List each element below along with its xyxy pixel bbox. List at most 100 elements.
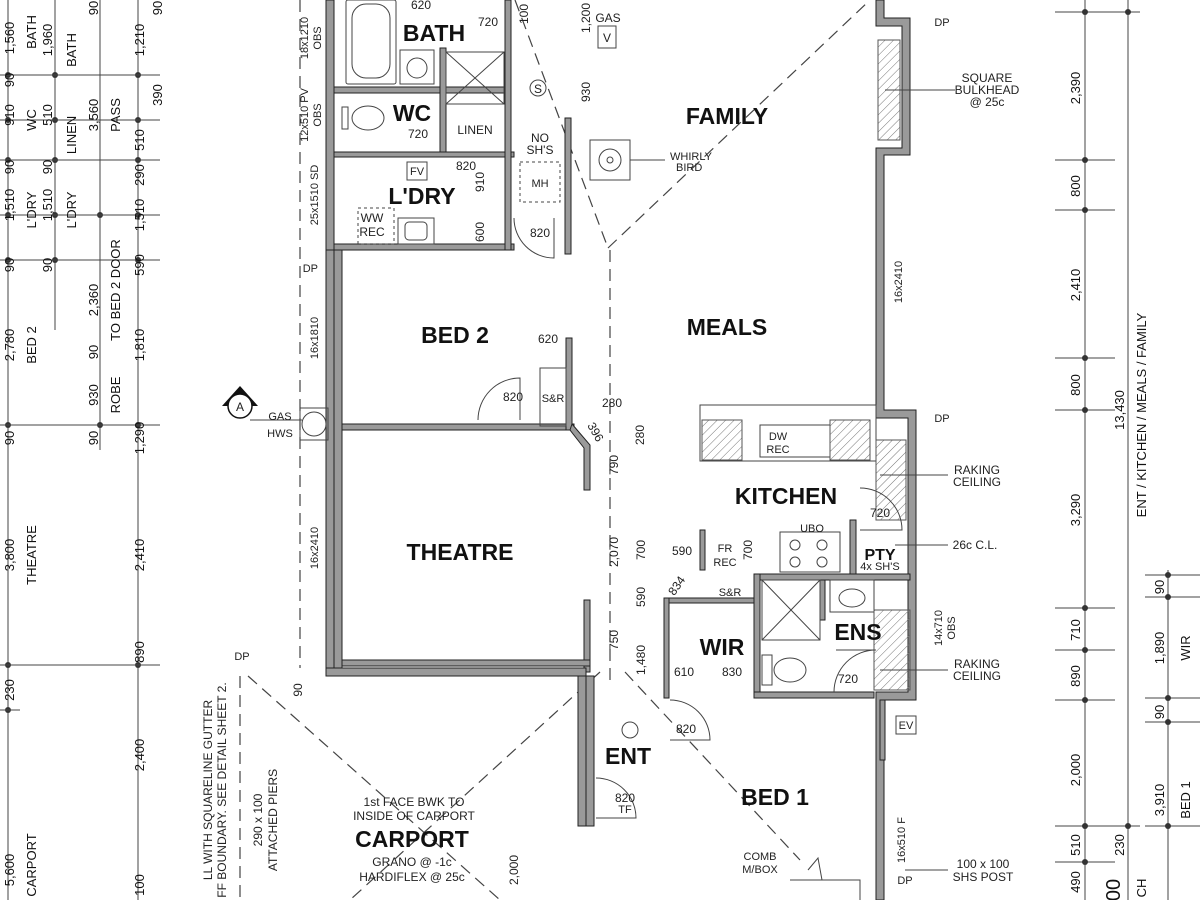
carport-notes: 1st FACE BWK TO INSIDE OF CARPORT GRANO …: [201, 682, 476, 897]
label-linen: LINEN: [457, 123, 492, 137]
dim-text: 700: [741, 540, 755, 560]
dim-text: 1,480: [634, 645, 648, 675]
note-gutter: FF BOUNDARY. SEE DETAIL SHEET 2.: [215, 682, 229, 897]
dim-text: 800: [1068, 175, 1083, 197]
dim-text: BED 1: [1178, 781, 1193, 819]
window-tag: OBS: [946, 616, 958, 639]
note-shs-post: SHS POST: [953, 870, 1014, 884]
note-bulkhead: SQUARE: [962, 71, 1013, 85]
dim-text: 1,510: [2, 189, 17, 222]
label-sr-wir: S&R: [719, 587, 742, 599]
note-shs-post: 100 x 100: [957, 857, 1010, 871]
dim-text: L'DRY: [64, 191, 79, 228]
label-comb-mbox: COMB: [744, 851, 777, 863]
dim-text: 620: [411, 0, 431, 12]
note-bulkhead: @ 25c: [970, 95, 1005, 109]
dim-text: 590: [672, 544, 692, 558]
label-comb-mbox: M/BOX: [742, 864, 778, 876]
left-near-dim-text: 1,210 390 510 290 1,510 590 1,810 1,290 …: [86, 1, 165, 896]
dim-text: 13,430: [1112, 390, 1127, 430]
window-tag: 12x510 PV: [299, 87, 311, 141]
room-label-bath: BATH: [403, 20, 465, 46]
dim-text: 2,390: [1068, 72, 1083, 105]
dim-text: 720: [838, 672, 858, 686]
label-gas: GAS: [595, 11, 620, 25]
dim-text: 230: [1112, 834, 1127, 856]
note-hardiflex: HARDIFLEX @ 25c: [359, 870, 465, 884]
dim-text: ROBE: [108, 376, 123, 413]
dim-text: 90: [1152, 705, 1167, 719]
dim-text: 510: [1068, 834, 1083, 856]
dim-text: 280: [602, 396, 622, 410]
label-dp: DP: [897, 875, 912, 887]
dim-text: 620: [538, 332, 558, 346]
dim-text: 820: [530, 226, 550, 240]
note-bulkhead: BULKHEAD: [955, 83, 1020, 97]
dim-text: 90: [1152, 580, 1167, 594]
dim-text: 750: [607, 630, 621, 650]
dim-text: 2,070: [607, 537, 621, 567]
dim-text: 1,200: [579, 3, 593, 33]
dim-text: 2,360: [86, 284, 101, 317]
dim-text: 2,780: [2, 329, 17, 362]
dim-text: 90: [40, 160, 55, 174]
dim-text: 890: [1068, 665, 1083, 687]
dim-text: 390: [150, 84, 165, 106]
dim-text: 490: [1068, 871, 1083, 893]
dim-text: 90: [2, 160, 17, 174]
label-gas-hws: GAS: [268, 411, 291, 423]
label-no-shs: SH'S: [527, 143, 554, 157]
label-section-a: A: [236, 400, 244, 414]
note-gutter: LL WITH SQUARELINE GUTTER: [201, 700, 215, 881]
dim-text: WC: [24, 109, 39, 131]
note-raking-ceiling: RAKING: [954, 657, 1000, 671]
dim-text: 820: [456, 159, 476, 173]
dim-text: CARPORT: [24, 833, 39, 896]
label-dw-rec: DW: [769, 431, 788, 443]
room-label-wc: WC: [393, 100, 431, 126]
label-gas-hws: HWS: [267, 428, 293, 440]
room-label-family: FAMILY: [686, 103, 768, 129]
label-dp: DP: [934, 413, 949, 425]
label-ev: EV: [899, 720, 914, 732]
dim-text: 1,890: [1152, 632, 1167, 665]
dim-text: 1,560: [2, 22, 17, 55]
label-mh: MH: [531, 178, 548, 190]
label-s: S: [534, 82, 542, 96]
dim-text: 396: [584, 420, 606, 445]
window-tag: 16x2410: [893, 261, 905, 303]
label-fv: FV: [410, 166, 425, 178]
room-label-meals: MEALS: [687, 314, 768, 340]
dim-text: 1,290: [132, 422, 147, 455]
room-label-laundry: L'DRY: [388, 183, 455, 209]
label-dp: DP: [234, 651, 249, 663]
room-label-bed2: BED 2: [421, 322, 489, 348]
dim-text: LINEN: [64, 116, 79, 154]
window-tag: 18x1210: [299, 17, 311, 59]
dim-text: 720: [870, 506, 890, 520]
dim-text: 1,810: [132, 329, 147, 362]
fixture-labels: GAS V S LINEN NO SH'S MH WHIRLY BIRD FV …: [234, 11, 949, 887]
dim-text: 1,510: [132, 199, 147, 232]
note-piers: ATTACHED PIERS: [266, 769, 280, 871]
label-ww: REC: [359, 225, 385, 239]
dim-text: 510: [40, 104, 55, 126]
dim-text: 90: [2, 73, 17, 87]
dim-text: 720: [408, 127, 428, 141]
right-dimension-lines: [1055, 0, 1200, 900]
dim-text: 90: [2, 431, 17, 445]
dim-text: 890: [132, 641, 147, 663]
label-no-shs: NO: [531, 131, 549, 145]
room-label-pantry: PTY: [864, 547, 895, 564]
leader-lines: [250, 89, 955, 871]
left-dimension-lines: [0, 0, 160, 900]
dim-text: 830: [722, 665, 742, 679]
dim-text: ENT / KITCHEN / MEALS / FAMILY: [1134, 312, 1149, 517]
dim-text: 610: [674, 665, 694, 679]
dim-text: 90: [86, 431, 101, 445]
label-sr-bed2: S&R: [542, 393, 565, 405]
dim-text: 230: [2, 679, 17, 701]
label-ubo: UBO: [800, 523, 824, 535]
left-inner-dim-text: 3,560 2,360 90 930 90 PASS TO BED 2 DOOR…: [86, 98, 123, 445]
dim-text: WIR: [1178, 635, 1193, 660]
